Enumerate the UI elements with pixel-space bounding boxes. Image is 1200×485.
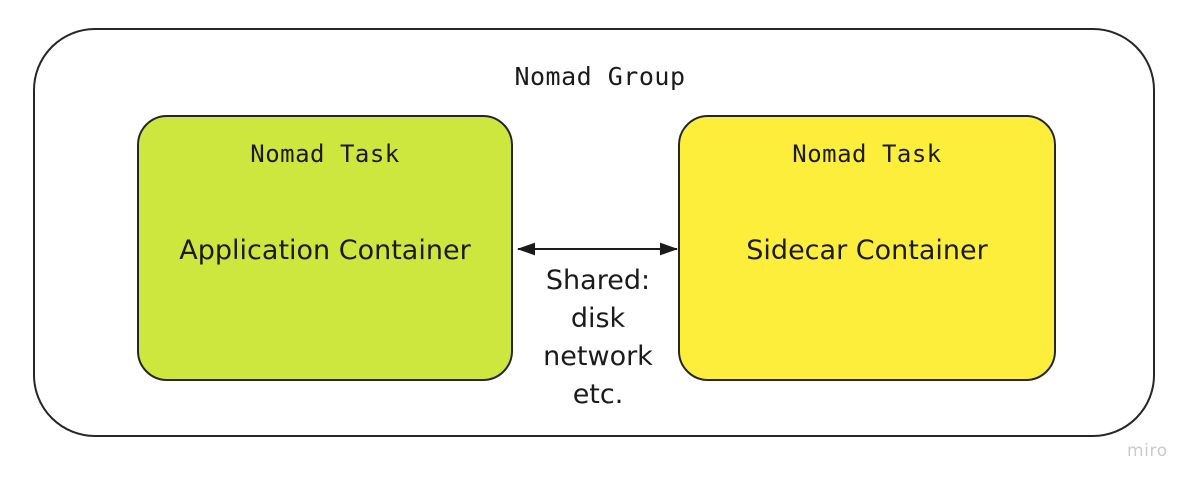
shared-caption-line-2: disk <box>570 303 626 334</box>
nomad-group-title: Nomad Group <box>514 62 686 91</box>
shared-caption-line-1: Shared: <box>545 265 651 296</box>
task-label-sidecar: Nomad Task <box>792 140 942 168</box>
nomad-task-sidecar[interactable]: Nomad Task Sidecar Container <box>678 115 1056 381</box>
double-headed-arrow-icon <box>517 242 678 256</box>
shared-caption-line-3: network <box>543 341 653 372</box>
task-label-application: Nomad Task <box>250 140 400 168</box>
shared-caption-line-4: etc. <box>572 379 624 410</box>
miro-watermark: miro <box>1127 441 1168 461</box>
shared-resources-caption: Shared: disk network etc. <box>503 262 693 414</box>
nomad-task-application[interactable]: Nomad Task Application Container <box>137 115 513 381</box>
container-label-sidecar: Sidecar Container <box>746 235 988 266</box>
container-label-application: Application Container <box>179 235 471 266</box>
